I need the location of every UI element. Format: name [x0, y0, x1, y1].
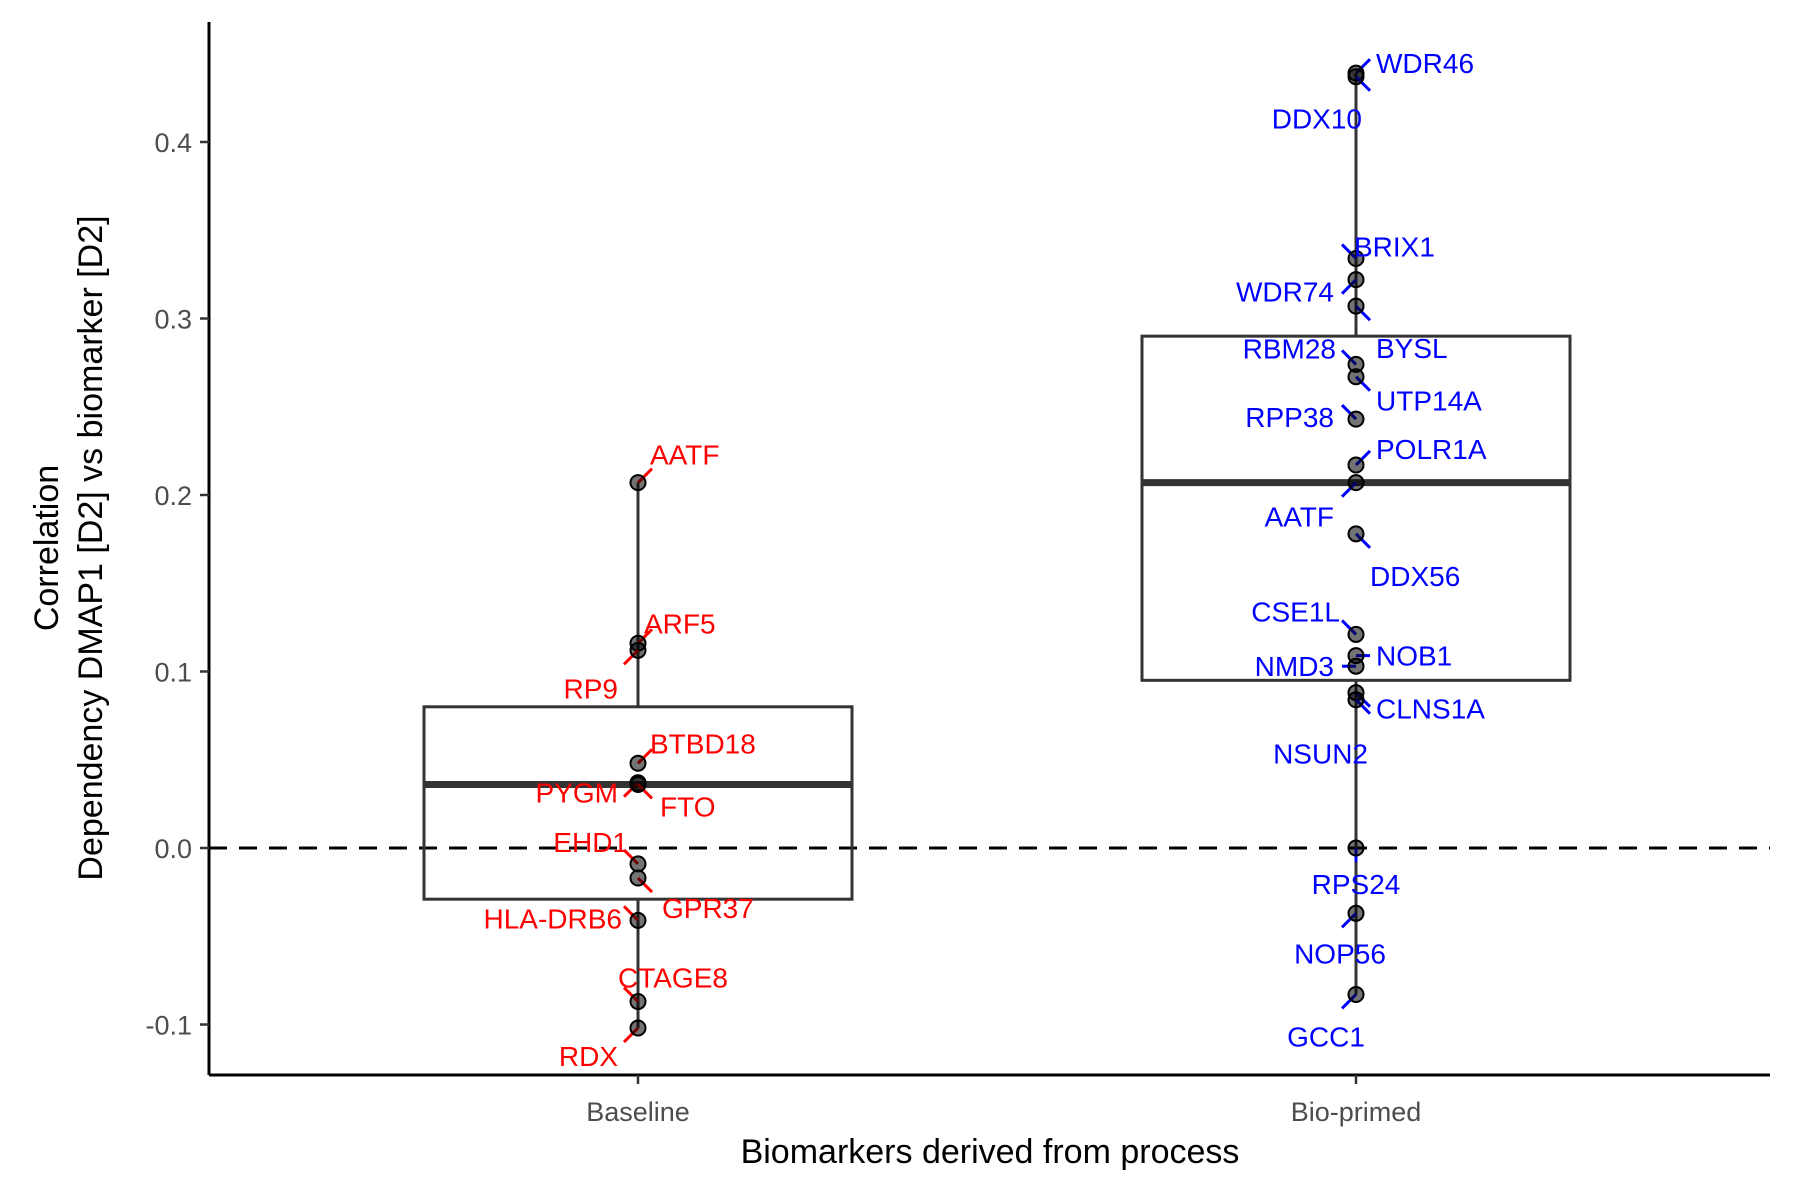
- point-label: PYGM: [536, 778, 618, 809]
- data-point: [1347, 249, 1365, 267]
- point-label: CLNS1A: [1376, 694, 1485, 725]
- point-label: FTO: [660, 791, 715, 822]
- y-tick-label: 0.4: [154, 128, 192, 158]
- data-point: [629, 855, 647, 873]
- point-label: GPR37: [662, 893, 754, 924]
- data-point: [629, 993, 647, 1011]
- point-label: RDX: [559, 1041, 618, 1072]
- data-point: [1347, 456, 1365, 474]
- y-axis-title-line-2: Dependency DMAP1 [D2] vs biomarker [D2]: [72, 215, 110, 880]
- point-label: BYSL: [1376, 333, 1448, 364]
- box: [1140, 334, 1572, 682]
- point-label: RBM28: [1243, 333, 1336, 364]
- data-point: [1347, 297, 1365, 315]
- point-label: DDX56: [1370, 561, 1460, 592]
- point-label: BRIX1: [1354, 231, 1435, 262]
- point-label: WDR74: [1236, 277, 1334, 308]
- box: [422, 705, 854, 901]
- y-axis-title-line-1: Correlation: [28, 465, 66, 631]
- y-tick-label: 0.1: [154, 658, 192, 688]
- point-label: WDR46: [1376, 48, 1474, 79]
- point-label: CTAGE8: [618, 963, 728, 994]
- x-tick-label: Baseline: [586, 1097, 690, 1127]
- point-label: CSE1L: [1251, 596, 1340, 627]
- point-label: DDX10: [1272, 104, 1362, 135]
- y-tick-label: 0.2: [154, 481, 192, 511]
- y-tick-label: 0.3: [154, 305, 192, 335]
- data-point: [629, 1019, 647, 1037]
- point-label: GCC1: [1287, 1021, 1365, 1052]
- x-tick-label: Bio-primed: [1291, 1097, 1422, 1127]
- data-point: [629, 754, 647, 772]
- point-label: HLA-DRB6: [484, 903, 622, 934]
- data-point: [1347, 474, 1365, 492]
- data-point: [1347, 625, 1365, 643]
- point-label: AATF: [1265, 502, 1334, 533]
- point-label: AATF: [650, 440, 719, 471]
- data-point: [1347, 68, 1365, 86]
- data-point: [1347, 410, 1365, 428]
- data-point: [629, 911, 647, 929]
- point-label: EHD1: [553, 827, 628, 858]
- data-point: [629, 775, 647, 793]
- data-point: [1347, 271, 1365, 289]
- data-point: [629, 869, 647, 887]
- point-label: NOP56: [1294, 938, 1386, 969]
- data-point: [1347, 525, 1365, 543]
- data-point: [1347, 904, 1365, 922]
- point-label: RPP38: [1245, 402, 1334, 433]
- point-label: BTBD18: [650, 728, 756, 759]
- point-label: RPS24: [1312, 869, 1401, 900]
- point-label: NOB1: [1376, 641, 1452, 672]
- point-label: POLR1A: [1376, 434, 1487, 465]
- data-point: [1347, 368, 1365, 386]
- data-point: [1347, 839, 1365, 857]
- point-label: RP9: [564, 673, 618, 704]
- y-tick-label: 0.0: [154, 834, 192, 864]
- point-label: UTP14A: [1376, 386, 1482, 417]
- x-axis-title: Biomarkers derived from process: [741, 1133, 1240, 1171]
- data-point: [1347, 657, 1365, 675]
- data-point: [1347, 691, 1365, 709]
- data-point: [1347, 985, 1365, 1003]
- data-point: [629, 641, 647, 659]
- point-label: ARF5: [644, 608, 716, 639]
- data-point: [629, 474, 647, 492]
- point-label: NSUN2: [1273, 739, 1368, 770]
- y-tick-label: -0.1: [145, 1011, 192, 1041]
- point-label: NMD3: [1255, 651, 1334, 682]
